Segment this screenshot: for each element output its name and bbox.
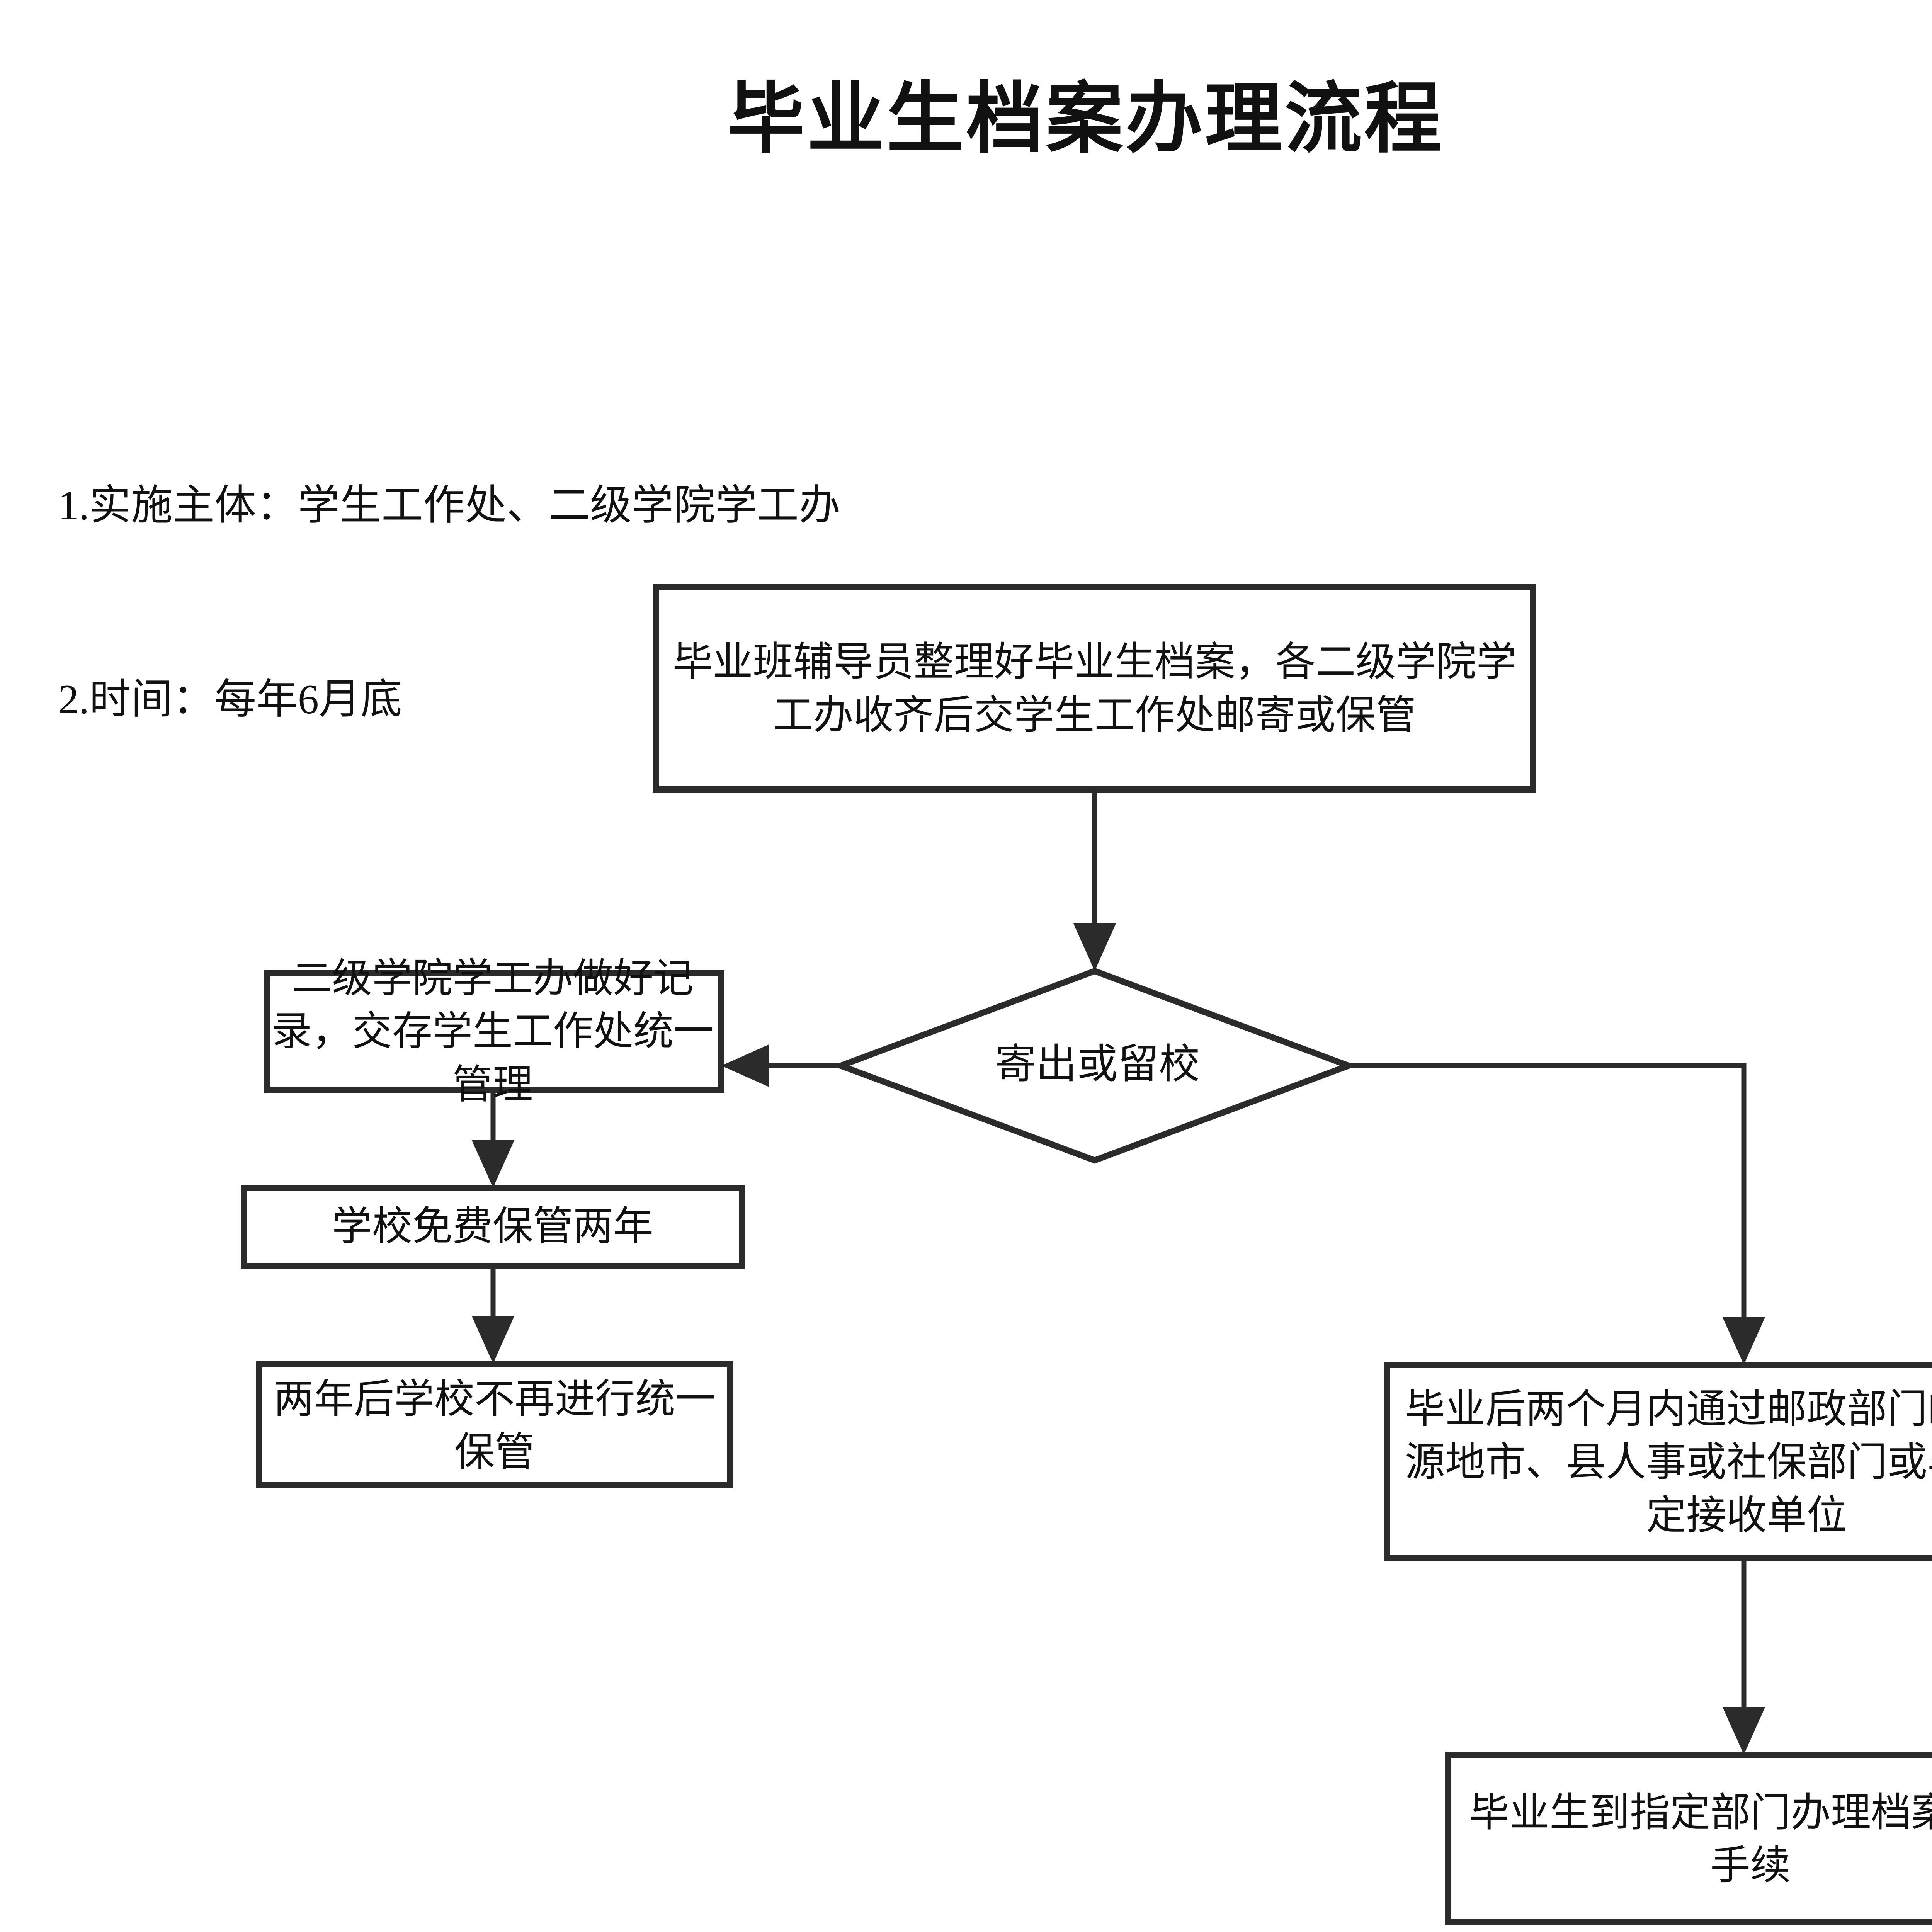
- arrowhead-left1-to-left2: [472, 1140, 514, 1188]
- node-decision-shape[interactable]: [832, 968, 1357, 1164]
- arrowhead-left2-to-left3: [472, 1316, 514, 1364]
- intro-note: 1.实施主体：学生工作处、二级学院学工办 2.时间：每年6月底: [58, 344, 840, 861]
- arrowhead-start-to-decision: [1073, 923, 1116, 971]
- node-start-shape[interactable]: [653, 584, 1536, 793]
- node-left3-shape[interactable]: [256, 1361, 733, 1488]
- arrowhead-decision-to-left1: [721, 1044, 769, 1087]
- node-left2-shape[interactable]: [241, 1185, 745, 1269]
- arrowhead-decision-to-right1: [1723, 1317, 1765, 1365]
- edge-decision-to-right1: [1349, 1063, 1747, 1338]
- node-right2-shape[interactable]: [1445, 1752, 1932, 1925]
- node-left1-shape[interactable]: [264, 970, 724, 1093]
- page-title: 毕业生档案办理流程: [727, 77, 1444, 162]
- node-right1-shape[interactable]: [1384, 1362, 1932, 1561]
- intro-line-2: 2.时间：每年6月底: [58, 676, 403, 723]
- intro-line-1: 1.实施主体：学生工作处、二级学院学工办: [58, 482, 841, 529]
- arrowhead-right1-to-right2: [1723, 1707, 1765, 1755]
